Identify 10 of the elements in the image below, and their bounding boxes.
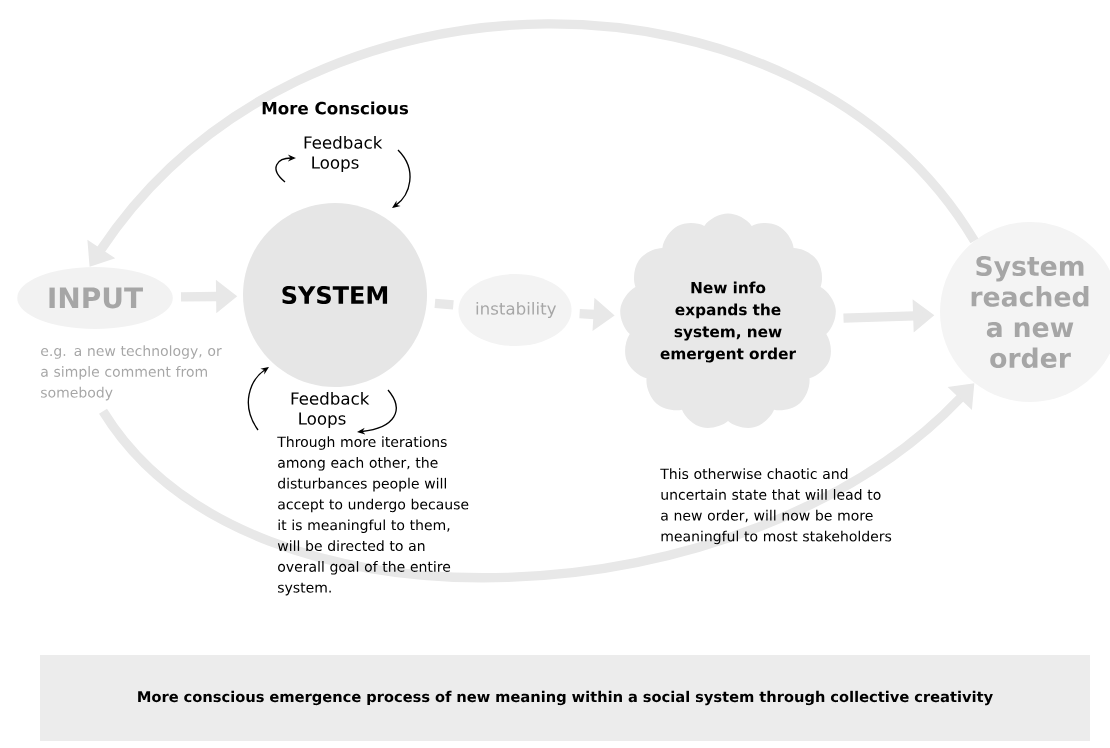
loop-label: Feedback Loops	[304, 135, 383, 173]
caption-band: More conscious emergence process of new meaning within a social system through collective creativity	[40, 655, 1090, 741]
note-text: e.g. a new technology, or a simple comment from somebody	[41, 345, 222, 401]
cloud-node: New info expands the system, new emergent order	[620, 213, 836, 428]
paragraph: This otherwise chaotic and uncertain state that will lead to a new order, will now be more meaningful to most stakeholders	[660, 468, 892, 545]
ellipse-node: INPUT	[17, 267, 173, 329]
paragraph: Through more iterations among each other, the disturbances people will accept to undergo because it is meaningful to them, will be directed to an overall goal of the entire system.	[277, 436, 469, 596]
loop-label: More Conscious	[262, 101, 409, 115]
arrow	[99, 383, 975, 582]
ellipse-node: instability	[458, 274, 572, 346]
